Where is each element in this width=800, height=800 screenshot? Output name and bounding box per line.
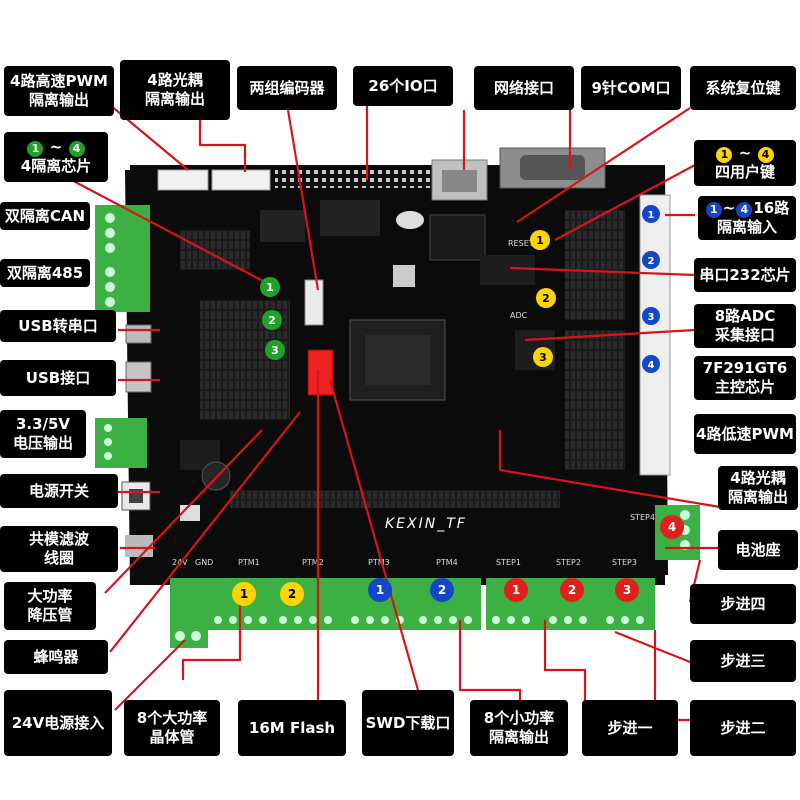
label-step4: 步进四 [690,584,796,624]
label-can: 双隔离CAN [0,202,90,230]
label-opto4-top: 4路光耦 隔离输出 [120,60,230,120]
badge-input-start: 1 [705,201,722,218]
blue-input-1: 1 [648,210,655,221]
silk-step4: STEP4 [630,513,655,522]
isolation-chips [180,230,250,270]
encoder-header [304,279,324,326]
yellow-key-3: 3 [539,351,547,364]
label-rs485: 双隔离485 [0,259,90,287]
yellow-ptm-1: 1 [240,587,248,601]
label-opto4-right: 4路光耦 隔离输出 [718,466,798,510]
label-step2: 步进二 [690,700,796,756]
blue-ptm-1: 1 [376,583,384,597]
label-power24: 24V电源接入 [4,690,112,756]
yellow-key-2: 2 [542,292,550,305]
usb-mini [125,324,152,344]
badge-key-start: 1 [716,146,733,163]
red-step-4: 4 [668,520,676,534]
label-adc: 8路ADC 采集接口 [694,304,796,348]
label-power-switch: 电源开关 [0,474,118,508]
silk-step1: STEP1 [496,558,521,567]
badge-key-end: 4 [757,146,774,163]
blue-input-3: 3 [648,312,655,323]
label-reset-key: 系统复位键 [690,66,796,110]
label-iso-out8: 8个小功率 隔离输出 [470,700,568,756]
flash-chip [307,349,334,396]
label-swd: SWD下载口 [362,690,454,756]
label-flash: 16M Flash [238,700,346,756]
green-marker-2: 2 [268,314,276,327]
label-usb-serial: USB转串口 [0,310,116,342]
label-iso-chip: 1 ~ 4 4隔离芯片 [4,132,108,182]
label-cm-filter: 共模滤波 线圈 [0,526,118,572]
pwm-header [157,169,209,191]
brand-text: KEXIN_TF [385,516,467,532]
silk-adc: ADC [510,311,528,320]
blue-input-2: 2 [648,256,655,267]
label-com9: 9针COM口 [581,66,681,110]
yellow-key-1: 1 [536,234,544,247]
label-voltage-out: 3.3/5V 电压输出 [0,410,86,458]
label-usb: USB接口 [0,360,116,396]
label-pwm-low: 4路低速PWM [694,414,796,454]
silk-ptm2: PTM2 [302,558,324,567]
rs485-terminal [95,260,150,312]
label-step3: 步进三 [690,640,796,682]
label-io26: 26个IO口 [353,66,453,106]
silk-ptm1: PTM1 [238,558,260,567]
voltage-terminal [95,418,147,468]
silk-gnd: GND [195,558,213,567]
io-header [275,170,430,188]
power24-terminal [170,578,208,648]
silk-reset: RESET [508,239,534,248]
label-serial232: 串口232芯片 [694,258,796,292]
label-buck: 大功率 降压管 [4,582,96,630]
yellow-ptm-2: 2 [288,587,296,601]
label-step1: 步进一 [582,700,678,756]
red-step-3: 3 [623,583,631,597]
silk-step3: STEP3 [612,558,637,567]
red-step-1: 1 [512,583,520,597]
badge-range-end: 4 [68,140,85,157]
label-pwm4: 4路高速PWM 隔离输出 [4,66,114,116]
red-step-2: 2 [568,583,576,597]
label-user-keys: 1 ~ 4 四用户键 [694,140,796,186]
green-marker-1: 1 [266,281,274,294]
green-markers [260,277,285,360]
badge-range-start: 1 [27,140,44,157]
silk-ptm4: PTM4 [436,558,458,567]
silk-step2: STEP2 [556,558,581,567]
label-mcu: 7F291GT6 主控芯片 [694,356,796,400]
green-marker-3: 3 [271,344,279,357]
usb-port [125,361,152,393]
label-encoder: 两组编码器 [237,66,337,110]
can-terminal [95,205,150,260]
silk-ptm3: PTM3 [368,558,390,567]
badge-input-end: 4 [736,201,753,218]
label-battery: 电池座 [718,530,798,570]
opto-header [211,169,271,191]
blue-input-4: 4 [648,360,655,371]
input-headers [639,194,671,476]
label-buzzer: 蜂鸣器 [4,640,108,674]
label-network: 网络接口 [474,66,574,110]
label-transistors8: 8个大功率 晶体管 [124,700,220,756]
blue-ptm-2: 2 [438,583,446,597]
